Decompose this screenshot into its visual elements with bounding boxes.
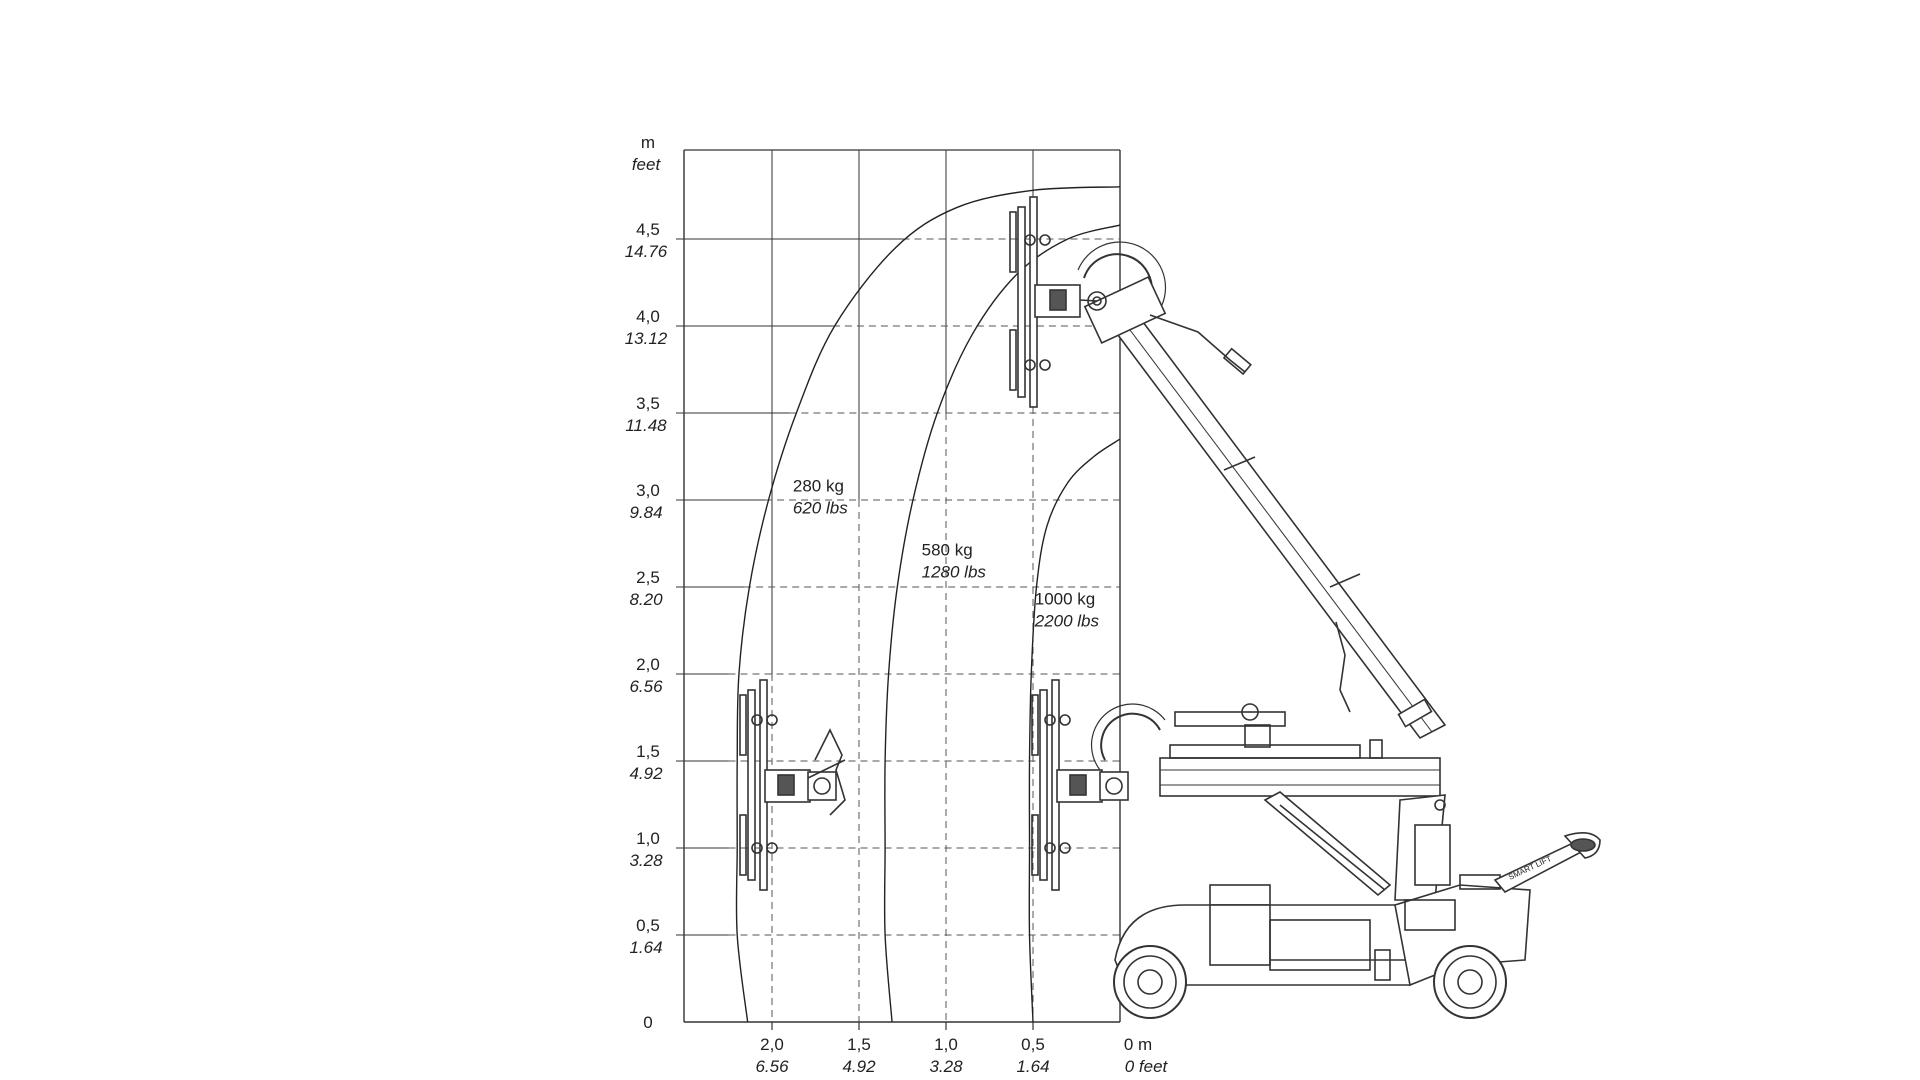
load-curve <box>1028 438 1121 1023</box>
load-curves <box>735 186 1121 1023</box>
horizontal-arm <box>1159 703 1451 901</box>
y-tick-label-alt: 6.56 <box>629 677 663 696</box>
y-tick-label: 2,0 <box>636 655 660 674</box>
series-label-alt: 620 lbs <box>793 498 848 517</box>
extended-vacuum-head <box>739 679 846 891</box>
upper-vacuum-head <box>1009 196 1098 408</box>
y-tick-label-alt: 3.28 <box>629 851 663 870</box>
y-tick-label: 1,5 <box>636 742 660 761</box>
y-tick-label: 2,5 <box>636 568 660 587</box>
x-tick-label: 1,0 <box>934 1035 958 1054</box>
y-tick-label: 3,5 <box>636 394 660 413</box>
x-tick-label-alt: 4.92 <box>842 1057 876 1076</box>
series-labels: 280 kg 620 lbs 580 kg 1280 lbs 1000 kg 2200 l… <box>793 476 1100 630</box>
y-unit-primary: m <box>641 133 655 152</box>
y-tick-label: 1,0 <box>636 829 660 848</box>
y-tick-label: 4,5 <box>636 220 660 239</box>
load-curve <box>735 186 1121 1023</box>
y-tick-label: 4,0 <box>636 307 660 326</box>
boom-head <box>1077 241 1252 376</box>
x-tick-labels: 2,0 6.56 1,5 4.92 1,0 3.28 0,5 1.64 0 m 0 feet <box>755 1035 1168 1076</box>
y-tick-label-alt: 14.76 <box>625 242 668 261</box>
y-tick-label-alt: 13.12 <box>625 329 668 348</box>
x-tick-label-alt: 6.56 <box>755 1057 789 1076</box>
series-label-alt: 1280 lbs <box>922 563 987 582</box>
x-tick-label-alt: 3.28 <box>929 1057 963 1076</box>
x-tick-label: 2,0 <box>760 1035 784 1054</box>
boom <box>1116 320 1447 740</box>
chart-grid <box>676 149 1121 1030</box>
y-tick-label: 3,0 <box>636 481 660 500</box>
series-label: 580 kg <box>922 541 973 560</box>
x-tick-label: 1,5 <box>847 1035 871 1054</box>
glass-lifter-machine: SMART LIFT <box>739 196 1601 1019</box>
y-tick-label-alt: 11.48 <box>625 416 667 435</box>
lower-vacuum-head <box>1031 679 1166 891</box>
y-tick-label: 0,5 <box>636 916 660 935</box>
load-curve <box>883 224 1121 1023</box>
y-tick-label-alt: 8.20 <box>629 590 663 609</box>
series-label: 1000 kg <box>1035 589 1096 608</box>
y-tick-label: 0 <box>643 1013 652 1032</box>
x-tick-label-alt: 1.64 <box>1016 1057 1049 1076</box>
x-tick-label: 0 m <box>1124 1035 1152 1054</box>
y-tick-labels: 0 0,5 1.64 1,0 3.28 1,5 4.92 2,0 6.56 2,5 8.20 3,0 9… <box>625 220 668 1032</box>
y-tick-label-alt: 9.84 <box>629 503 662 522</box>
y-tick-label-alt: 1.64 <box>629 938 662 957</box>
x-tick-label: 0,5 <box>1021 1035 1045 1054</box>
y-unit-secondary: feet <box>632 155 662 174</box>
chassis: SMART LIFT <box>1113 832 1601 1019</box>
y-tick-label-alt: 4.92 <box>629 764 663 783</box>
x-tick-label-alt: 0 feet <box>1125 1057 1169 1076</box>
series-label-alt: 2200 lbs <box>1034 611 1100 630</box>
series-label: 280 kg <box>793 476 844 495</box>
